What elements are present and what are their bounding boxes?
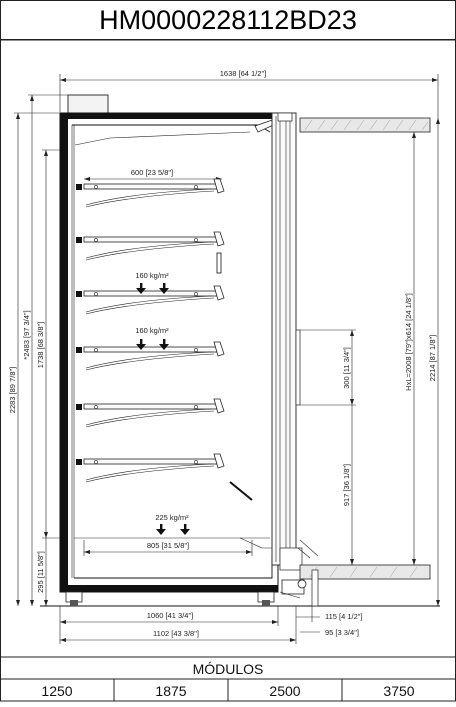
svg-text:160 kg/m²: 160 kg/m² <box>135 326 169 335</box>
svg-text:917 [36 1/8"]: 917 [36 1/8"] <box>342 464 351 506</box>
svg-text:115 [4 1/2"]: 115 [4 1/2"] <box>325 612 363 621</box>
dimension-right-300: 300 [11 3/4"] <box>300 329 356 406</box>
load-label-2: 160 kg/m² <box>135 326 169 350</box>
dimension-left-total: 2283 [89 7/8"] <box>8 112 60 606</box>
shelf <box>76 341 225 371</box>
svg-text:1738 [68 3/8"]: 1738 [68 3/8"] <box>36 322 45 368</box>
modules-table: MÓDULOS 1250 1875 2500 3750 <box>0 656 456 702</box>
overall-depth-label: 1638 [64 1/2"] <box>220 69 266 78</box>
dimension-right-total: 2214 [87 1/8"] <box>428 118 440 606</box>
door-handle <box>295 329 301 406</box>
dimension-right-door: HxL=2008 [79"]x614 [24 1/8"] <box>404 132 416 565</box>
module-cell: 1250 <box>41 683 72 699</box>
shelf <box>76 453 225 483</box>
dimension-left-base: 295 [11 5/8"] <box>36 538 48 606</box>
svg-text:300 [11 3/4"]: 300 [11 3/4"] <box>342 347 351 389</box>
price-rail <box>229 481 253 501</box>
dimension-base-depth: 805 [31 5/8"] <box>83 540 253 556</box>
base-depth-label: 805 [31 5/8"] <box>147 541 189 550</box>
dimension-right-917: 917 [36 1/8"] <box>342 405 354 565</box>
display-clip <box>216 252 222 274</box>
store-ceiling <box>299 117 431 133</box>
dimension-left-inner: 1738 [68 3/8"] <box>36 149 60 539</box>
top-unit <box>67 94 109 114</box>
svg-text:95 [3 3/4"]: 95 [3 3/4"] <box>325 628 359 637</box>
dimension-total-depth: 1102 [43 3/8"] <box>60 606 297 644</box>
shelves <box>76 178 225 483</box>
modules-header: MÓDULOS <box>193 661 264 677</box>
module-cell: 1875 <box>155 683 186 699</box>
page-title: HM0000228112BD23 <box>99 5 357 35</box>
shelf <box>76 398 225 428</box>
load-label-1: 160 kg/m² <box>135 271 169 294</box>
shelf <box>76 178 225 208</box>
module-cell: 3750 <box>383 683 414 699</box>
cabinet-body <box>59 112 279 593</box>
dimension-95: 95 [3 3/4"] <box>300 628 359 637</box>
dimension-115: 115 [4 1/2"] <box>296 606 363 622</box>
shelf <box>76 285 225 315</box>
svg-text:*2483 [97 3/4"]: *2483 [97 3/4"] <box>22 310 31 359</box>
store-floor <box>299 564 431 607</box>
svg-text:2283 [89 7/8"]: 2283 [89 7/8"] <box>8 367 17 413</box>
svg-text:2214 [87 1/8"]: 2214 [87 1/8"] <box>428 335 437 381</box>
dimension-body-depth: 1060 [41 3/4"] <box>59 606 279 644</box>
shelf-depth-label: 600 [23 5/8"] <box>131 168 173 177</box>
load-label-base: 225 kg/m² <box>155 513 190 535</box>
glass-doors <box>271 112 319 571</box>
svg-text:1060 [41 3/4"]: 1060 [41 3/4"] <box>147 611 193 620</box>
svg-text:295 [11 5/8"]: 295 [11 5/8"] <box>36 551 45 593</box>
title-frame <box>0 0 456 40</box>
svg-text:160 kg/m²: 160 kg/m² <box>135 271 169 280</box>
svg-text:1102 [43 3/8"]: 1102 [43 3/8"] <box>153 629 199 638</box>
svg-text:225 kg/m²: 225 kg/m² <box>155 513 189 522</box>
svg-text:HxL=2008 [79"]x614 [24 1/8"]: HxL=2008 [79"]x614 [24 1/8"] <box>404 293 413 391</box>
dimension-left-star: *2483 [97 3/4"] <box>22 94 68 606</box>
shelf <box>76 231 225 261</box>
module-cell: 2500 <box>269 683 300 699</box>
floor-and-feet <box>40 579 440 607</box>
dimension-overall-depth: 1638 [64 1/2"] <box>59 69 439 118</box>
